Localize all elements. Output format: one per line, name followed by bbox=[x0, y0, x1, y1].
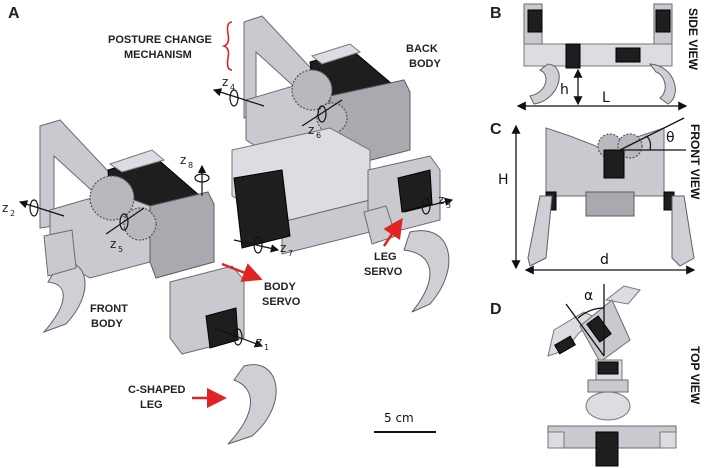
label-leg-servo-2: SERVO bbox=[364, 266, 403, 278]
axis-z3-sub: 3 bbox=[446, 201, 451, 210]
side-body-servo bbox=[565, 43, 581, 69]
body-servo-arrow bbox=[221, 262, 263, 282]
front-view-right-leg bbox=[671, 195, 695, 267]
top-front-arm-right bbox=[604, 285, 641, 305]
front-right-c-leg bbox=[227, 364, 277, 445]
top-left-servo bbox=[554, 335, 576, 355]
back-gear-small bbox=[316, 102, 348, 134]
label-back-body-1: BACK bbox=[406, 43, 438, 55]
front-view-base bbox=[585, 191, 635, 217]
side-body bbox=[523, 43, 673, 67]
front-view-left-leg bbox=[527, 195, 553, 267]
front-servo-top bbox=[108, 149, 166, 173]
theta-arc bbox=[645, 135, 652, 151]
axis-z7-sub: 7 bbox=[288, 249, 293, 258]
axis-z2-sub: 2 bbox=[10, 209, 15, 218]
alpha-line bbox=[565, 303, 605, 357]
axis-z1-label: z bbox=[256, 335, 262, 349]
side-left-leg bbox=[529, 63, 560, 105]
label-leg-servo-1: LEG bbox=[374, 251, 397, 263]
axis-z2-label: z bbox=[2, 201, 8, 215]
top-back-servo bbox=[595, 431, 619, 467]
axis-z6-sub: 6 bbox=[316, 131, 321, 140]
axis-z4-sub: 4 bbox=[230, 83, 235, 92]
panel-letter-b: B bbox=[490, 5, 502, 22]
back-servo-top bbox=[310, 43, 362, 65]
label-back-body-2: BODY bbox=[409, 58, 441, 70]
panel-letter-c: C bbox=[490, 121, 502, 138]
panel-letter-a: A bbox=[8, 5, 20, 22]
axis-z7-label: z bbox=[280, 241, 286, 255]
leg-servo-arrow bbox=[382, 217, 403, 247]
front-d-label: d bbox=[600, 252, 609, 268]
label-front-body-1: FRONT bbox=[90, 303, 128, 315]
front-left-c-leg bbox=[42, 261, 86, 334]
front-gear-large bbox=[89, 175, 135, 221]
top-front-servo bbox=[586, 315, 612, 343]
body-servo-block bbox=[233, 169, 291, 249]
back-gear-large bbox=[291, 69, 333, 111]
axis-z8: z 8 bbox=[180, 153, 210, 196]
axis-z4-label: z bbox=[222, 75, 228, 89]
back-c-leg bbox=[403, 230, 450, 313]
label-body-servo-1: BODY bbox=[264, 281, 296, 293]
top-back-right-foot bbox=[659, 431, 677, 449]
theta-label: θ bbox=[666, 130, 675, 146]
front-view-servo bbox=[603, 149, 625, 179]
front-gear-small bbox=[123, 207, 157, 241]
label-body-servo-2: SERVO bbox=[262, 296, 301, 308]
top-body-servo bbox=[597, 361, 619, 375]
axis-z6-label: z bbox=[308, 123, 314, 137]
panel-b: B h L SIDE VIEW bbox=[490, 3, 700, 111]
label-c-leg-2: LEG bbox=[140, 399, 163, 411]
label-posture-change-2: MECHANISM bbox=[124, 49, 192, 61]
top-body-tube bbox=[587, 379, 629, 393]
panel-d: D α TOP VIEW bbox=[490, 284, 702, 467]
axis-z3: z 3 bbox=[403, 193, 454, 215]
top-back-left-foot bbox=[547, 431, 565, 449]
scale-bar-label: 5 cm bbox=[384, 411, 414, 425]
axis-z5: z 5 bbox=[105, 207, 145, 254]
axis-z1: z 1 bbox=[213, 327, 269, 352]
front-leg-servo bbox=[205, 307, 239, 349]
side-h-label: h bbox=[560, 82, 569, 98]
front-H-label: H bbox=[498, 172, 509, 188]
label-c-leg-1: C-SHAPED bbox=[128, 384, 186, 396]
side-right-servo bbox=[655, 9, 671, 33]
panel-letter-d: D bbox=[490, 301, 502, 318]
axis-z8-label: z bbox=[180, 153, 186, 167]
axis-z4: z 4 bbox=[212, 75, 265, 107]
panel-a: A bbox=[2, 5, 454, 445]
axis-z2: z 2 bbox=[2, 199, 65, 218]
axis-z3-label: z bbox=[438, 193, 444, 207]
side-view-label: SIDE VIEW bbox=[686, 8, 700, 71]
top-view-label: TOP VIEW bbox=[688, 346, 702, 405]
axis-z7: z 7 bbox=[233, 236, 293, 258]
axis-z8-sub: 8 bbox=[188, 161, 193, 170]
top-body-dome bbox=[585, 391, 631, 421]
side-body-servo-2 bbox=[615, 47, 641, 63]
theta-line bbox=[619, 117, 685, 151]
label-front-body-2: BODY bbox=[91, 318, 123, 330]
side-right-leg bbox=[648, 63, 676, 105]
axis-z1-sub: 1 bbox=[264, 343, 269, 352]
side-left-servo bbox=[527, 9, 543, 33]
front-left-leg-mount bbox=[43, 229, 77, 277]
alpha-label: α bbox=[584, 288, 593, 304]
back-leg-servo bbox=[397, 169, 433, 213]
panel-c: C θ H d FRONT VIEW bbox=[490, 117, 702, 275]
posture-brace bbox=[221, 21, 233, 71]
front-body-side bbox=[149, 191, 215, 279]
front-view-label: FRONT VIEW bbox=[688, 124, 702, 200]
axis-z5-label: z bbox=[110, 237, 116, 251]
alpha-arc bbox=[577, 307, 605, 319]
side-L-label: L bbox=[602, 90, 610, 106]
label-posture-change-1: POSTURE CHANGE bbox=[108, 34, 212, 46]
axis-z5-sub: 5 bbox=[118, 245, 123, 254]
axis-z6: z 6 bbox=[301, 99, 343, 140]
